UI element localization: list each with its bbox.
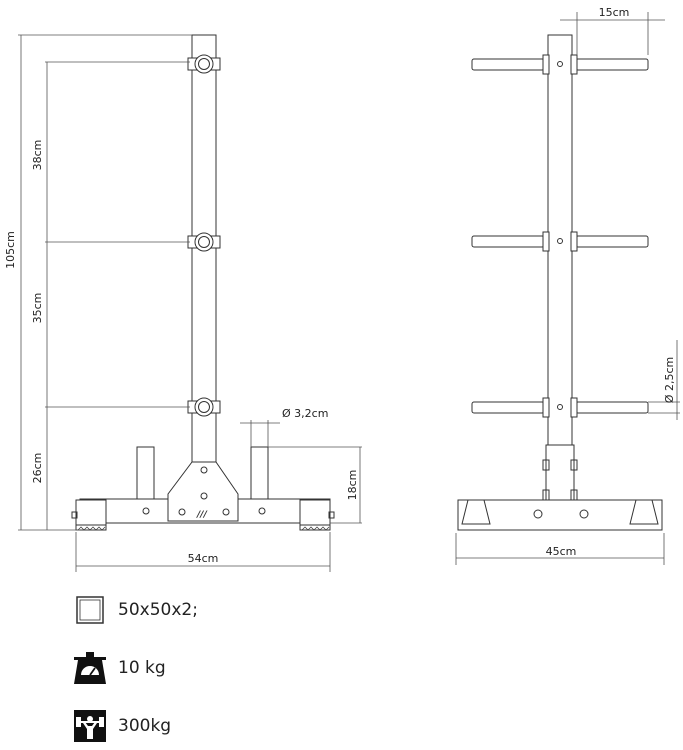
dimension-labels: 105cm 38cm 35cm 26cm Ø 3,2cm 18cm 54cm 1… — [4, 6, 676, 565]
storage-pin-left — [136, 446, 155, 500]
max-load-icon — [72, 708, 108, 744]
front-base — [457, 499, 663, 531]
spec-weight-text: 10 kg — [118, 658, 166, 678]
dim-segment-bottom: 26cm — [31, 453, 44, 484]
holder-top — [187, 54, 221, 74]
front-view-dimensions — [455, 12, 680, 565]
arms-bottom — [471, 397, 649, 418]
holder-bottom — [187, 397, 221, 417]
dim-segment-middle: 35cm — [31, 293, 44, 324]
dim-front-base-width: 45cm — [546, 545, 577, 558]
gusset-plate — [167, 461, 239, 522]
dim-total-height: 105cm — [4, 231, 17, 269]
holder-middle — [187, 232, 221, 252]
side-view-structure: /// — [71, 34, 335, 531]
spec-row-weight: 10 kg — [72, 650, 166, 686]
storage-pin-right — [250, 446, 269, 500]
arms-middle — [471, 231, 649, 252]
svg-text:///: /// — [196, 510, 208, 520]
scale-weight-icon — [72, 650, 108, 686]
tube-profile-icon — [72, 592, 108, 628]
front-upright — [547, 34, 573, 501]
arms-top — [471, 54, 649, 75]
foot-right — [299, 499, 331, 526]
dim-side-base-width: 54cm — [188, 552, 219, 565]
dim-arm-length: 15cm — [599, 6, 630, 19]
foot-left — [75, 499, 107, 526]
front-view-structure — [457, 34, 663, 531]
side-view-dimensions — [18, 34, 362, 572]
spec-max-load-text: 300kg — [118, 716, 172, 736]
spec-row-max-load: 300kg — [72, 708, 171, 744]
spec-row-profile: 50x50x2; — [72, 592, 198, 628]
dim-segment-top: 38cm — [31, 140, 44, 171]
upright-post — [191, 34, 217, 506]
spec-profile-text: 50x50x2; — [118, 600, 198, 620]
dim-pin-height: 18cm — [346, 470, 359, 501]
dim-arm-diameter: Ø 2,5cm — [663, 357, 676, 403]
dim-pin-diameter: Ø 3,2cm — [282, 407, 328, 420]
technical-drawing: /// — [4, 6, 680, 572]
front-bracket — [545, 444, 575, 501]
